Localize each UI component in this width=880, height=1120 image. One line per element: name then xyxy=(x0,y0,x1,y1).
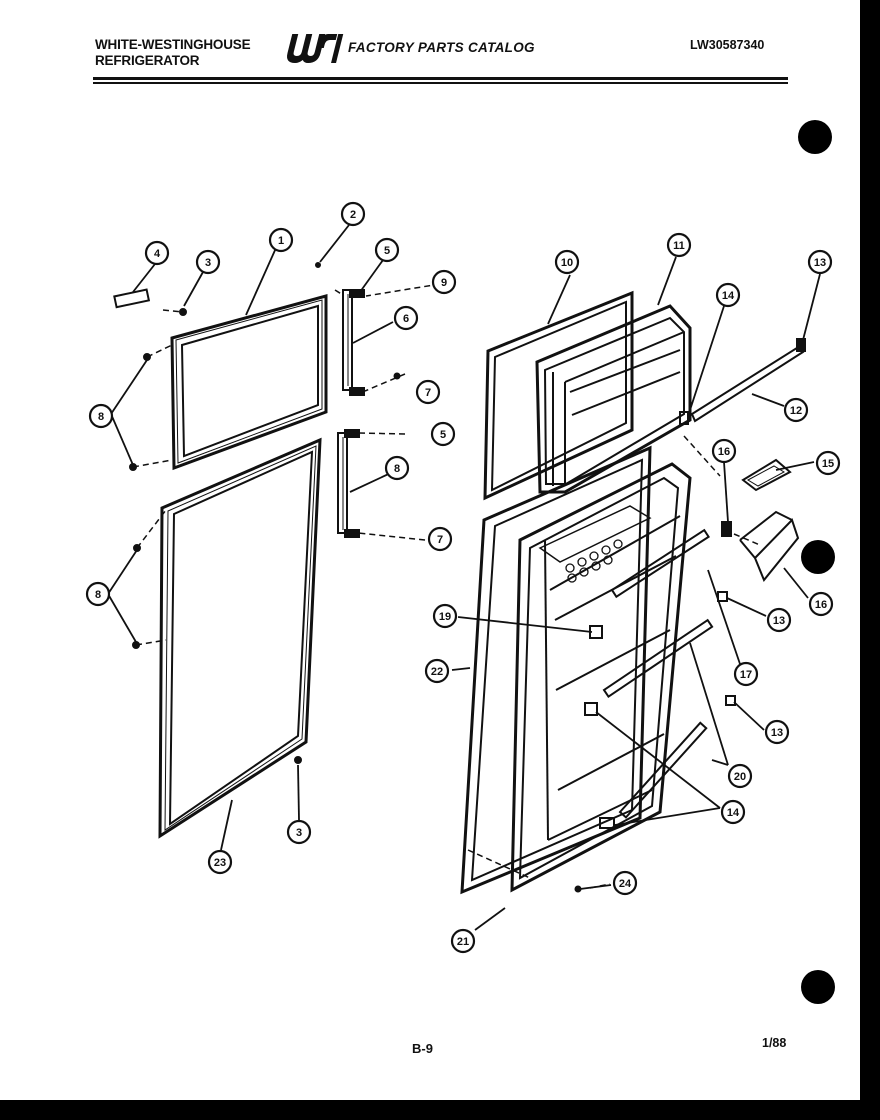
callout-3-bottom: 3 xyxy=(286,819,312,845)
svg-text:2: 2 xyxy=(350,209,356,221)
svg-text:5: 5 xyxy=(384,245,390,257)
callout-10: 10 xyxy=(554,249,580,275)
callout-4: 4 xyxy=(144,240,170,266)
svg-text:21: 21 xyxy=(457,936,469,948)
callout-14-bottom: 14 xyxy=(720,799,746,825)
callouts: 1 2 3 3 4 5 5 6 7 7 8 8 8 9 10 11 12 13 … xyxy=(85,201,841,954)
callout-20: 20 xyxy=(727,763,753,789)
callout-13-top: 13 xyxy=(807,249,833,275)
callout-leaders xyxy=(107,224,821,931)
svg-text:8: 8 xyxy=(95,589,101,601)
callout-14-top: 14 xyxy=(715,282,741,308)
fresh-food-door-gasket xyxy=(158,437,322,839)
svg-text:3: 3 xyxy=(205,257,211,269)
callout-2: 2 xyxy=(340,201,366,227)
manufacturer-name: WHITE-WESTINGHOUSE xyxy=(95,37,251,52)
trim-strip xyxy=(679,338,806,425)
svg-text:8: 8 xyxy=(98,411,104,423)
svg-text:11: 11 xyxy=(673,240,685,252)
fresh-food-door xyxy=(510,462,714,893)
header-rule-thick xyxy=(93,77,788,80)
callout-8-lower: 8 xyxy=(85,581,111,607)
callout-15: 15 xyxy=(815,450,841,476)
freezer-door-liner xyxy=(483,290,634,501)
svg-text:7: 7 xyxy=(437,534,443,546)
freezer-handle xyxy=(342,289,365,396)
butter-compartment xyxy=(584,458,800,829)
callout-24: 24 xyxy=(612,870,638,896)
freezer-door-gasket xyxy=(170,294,328,471)
callout-5-bottom: 5 xyxy=(430,421,456,447)
product-type: REFRIGERATOR xyxy=(95,53,200,68)
freezer-door xyxy=(535,304,692,494)
callout-12: 12 xyxy=(783,397,809,423)
fresh-food-handle xyxy=(337,429,360,538)
callout-1: 1 xyxy=(268,227,294,253)
svg-text:15: 15 xyxy=(822,458,834,470)
binder-hole xyxy=(801,540,835,574)
svg-text:17: 17 xyxy=(740,669,752,681)
fresh-food-door-gasket-large xyxy=(460,445,652,895)
callout-8-handle: 8 xyxy=(384,455,410,481)
svg-text:12: 12 xyxy=(790,405,802,417)
svg-text:20: 20 xyxy=(734,771,746,783)
catalog-page: WHITE-WESTINGHOUSE REFRIGERATOR FACTORY … xyxy=(0,0,860,1100)
callout-3-top: 3 xyxy=(195,249,221,275)
callout-6: 6 xyxy=(393,305,419,331)
callout-5-top: 5 xyxy=(374,237,400,263)
callout-17: 17 xyxy=(733,661,759,687)
callout-19: 19 xyxy=(432,603,458,629)
svg-text:16: 16 xyxy=(815,599,827,611)
callout-8-upper: 8 xyxy=(88,403,114,429)
wci-logo-icon xyxy=(287,34,344,63)
svg-text:24: 24 xyxy=(619,878,632,890)
svg-text:14: 14 xyxy=(722,290,735,302)
manufacturer-label: WHITE-WESTINGHOUSE REFRIGERATOR xyxy=(95,37,251,69)
svg-text:10: 10 xyxy=(561,257,573,269)
svg-text:22: 22 xyxy=(431,666,443,678)
svg-text:23: 23 xyxy=(214,857,226,869)
callout-13-middle: 13 xyxy=(766,607,792,633)
svg-text:7: 7 xyxy=(425,387,431,399)
callout-21: 21 xyxy=(450,928,476,954)
svg-text:14: 14 xyxy=(727,807,740,819)
svg-text:8: 8 xyxy=(394,463,400,475)
nameplate xyxy=(113,288,151,309)
page-number: B-9 xyxy=(412,1041,433,1056)
egg-tray xyxy=(565,539,623,583)
svg-text:13: 13 xyxy=(771,727,783,739)
header-rule-thin xyxy=(93,82,788,84)
svg-text:13: 13 xyxy=(814,257,826,269)
leader-lines xyxy=(132,283,761,889)
svg-text:5: 5 xyxy=(440,429,446,441)
callout-7-top: 7 xyxy=(415,379,441,405)
callout-9: 9 xyxy=(431,269,457,295)
catalog-title: FACTORY PARTS CATALOG xyxy=(348,40,535,55)
callout-16-bottom: 16 xyxy=(808,591,834,617)
svg-text:4: 4 xyxy=(154,248,161,260)
svg-text:16: 16 xyxy=(718,446,730,458)
callout-13-bottom: 13 xyxy=(764,719,790,745)
callout-23: 23 xyxy=(207,849,233,875)
callout-7-bottom: 7 xyxy=(427,526,453,552)
callout-22: 22 xyxy=(424,658,450,684)
binder-hole xyxy=(801,970,835,1004)
svg-text:19: 19 xyxy=(439,611,451,623)
svg-text:3: 3 xyxy=(296,827,302,839)
svg-text:13: 13 xyxy=(773,615,785,627)
binder-hole xyxy=(798,120,832,154)
svg-text:1: 1 xyxy=(278,235,284,247)
model-number: LW30587340 xyxy=(690,38,765,52)
callout-16-top: 16 xyxy=(711,438,737,464)
svg-text:6: 6 xyxy=(403,313,409,325)
revision-date: 1/88 xyxy=(762,1036,787,1050)
svg-text:9: 9 xyxy=(441,277,447,289)
callout-11: 11 xyxy=(666,232,692,258)
